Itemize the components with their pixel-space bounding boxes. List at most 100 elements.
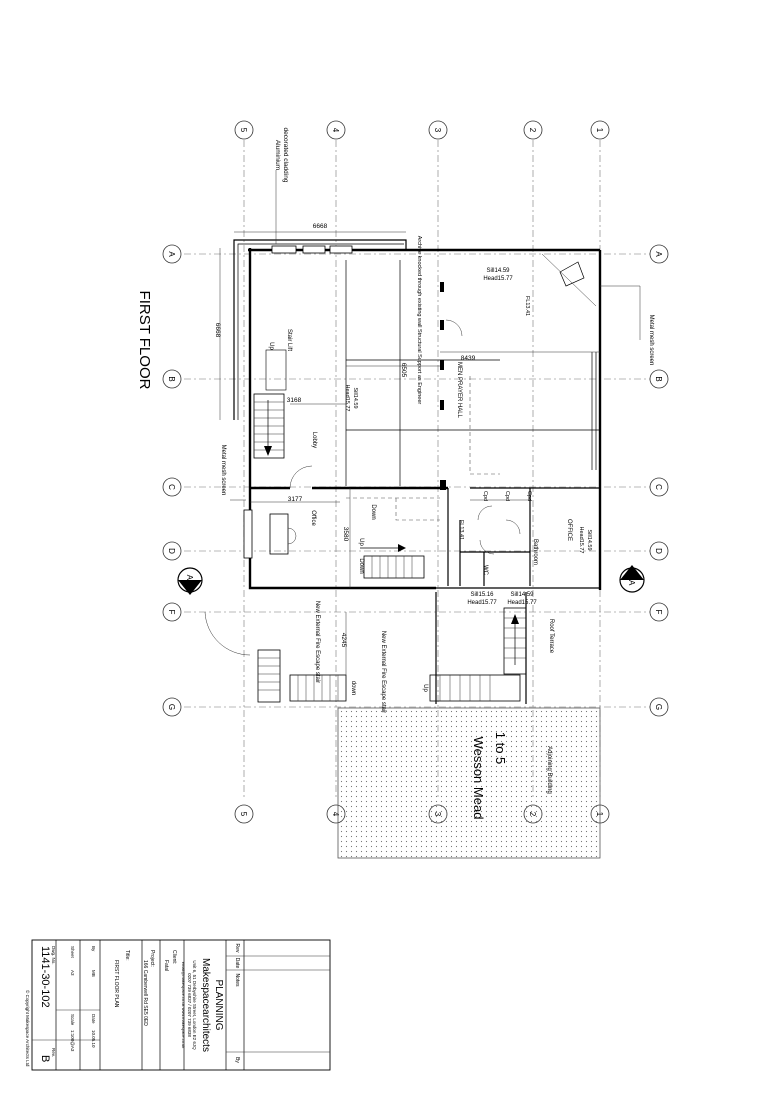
firm-address: Unit 6, 51 Derbyshire Street, London E2 … bbox=[192, 960, 197, 1050]
label-sill-1b: Head15.77 bbox=[483, 276, 513, 282]
client-value: Fatal bbox=[163, 960, 169, 971]
label-prayer-hall: MEN PRAYER HALL bbox=[456, 362, 462, 419]
internal-stair bbox=[253, 349, 287, 459]
grid-letter-f-left: F bbox=[167, 610, 176, 615]
label-roof-terrace: Roof Terrace bbox=[548, 619, 554, 654]
grid-letter-g-left: G bbox=[167, 704, 176, 710]
central-stair bbox=[360, 544, 425, 579]
dimension-8439: 8439 bbox=[461, 355, 476, 362]
label-sill-5a: Sill14.59 bbox=[510, 592, 534, 598]
scale-value: 1:100@A3 bbox=[70, 1030, 75, 1052]
label-up-3: Up bbox=[422, 684, 428, 692]
adjoining-building-hatch bbox=[337, 707, 601, 859]
copyright: © Copyright Makespace Architects Ltd bbox=[25, 990, 31, 1067]
label-office-left: Office bbox=[310, 510, 316, 526]
client-label: Client: bbox=[171, 950, 177, 964]
street-name-line1: 1 to 5 bbox=[493, 732, 508, 765]
label-sill-3a: Sill14.59 bbox=[586, 529, 592, 550]
rev-header-rev: Rev bbox=[234, 944, 240, 953]
grid-letter-f-right: F bbox=[654, 610, 663, 615]
project-value: 166 Camberwell Rd SE5 0ED bbox=[142, 960, 148, 1026]
label-bathroom: Bathroom bbox=[532, 539, 538, 565]
drawing-number-label: Dwg. No. bbox=[51, 946, 56, 965]
grid-number-3-top: 3 bbox=[433, 128, 442, 133]
label-fl-2: FL13.41 bbox=[458, 520, 464, 540]
label-sill-4b: Head15.77 bbox=[467, 600, 497, 606]
grid-letter-b-left: B bbox=[167, 376, 176, 381]
firm-name: Makespacearchitects bbox=[200, 958, 211, 1052]
rev-header-by: By bbox=[234, 1057, 240, 1063]
section-marker-left: AA bbox=[177, 567, 203, 595]
label-lobby: Lobby bbox=[311, 432, 317, 448]
label-wc: WC bbox=[482, 565, 488, 576]
grid-number-2-top: 2 bbox=[528, 128, 537, 133]
stage-label: PLANNING bbox=[213, 979, 224, 1030]
label-sill-3b: Head15.77 bbox=[578, 527, 584, 554]
grid-bubbles-top: 5 4 3 2 1 bbox=[234, 120, 610, 140]
section-marker-right-label: AA bbox=[627, 575, 636, 586]
label-office-right: OFFICE bbox=[566, 519, 572, 541]
revision-value: B bbox=[39, 1055, 51, 1062]
dimension-6668-side: 6668 bbox=[214, 323, 221, 338]
dimension-3168: 3168 bbox=[287, 397, 302, 404]
fire-escape-stair-left bbox=[204, 611, 347, 703]
rev-header-date: Date bbox=[234, 958, 240, 969]
dimension-lines bbox=[219, 231, 600, 700]
project-label: Project: bbox=[149, 950, 155, 967]
firm-contact: email@makespace.co.uk www.makespace.co.u… bbox=[181, 962, 186, 1049]
fire-escape-stair-right bbox=[429, 592, 527, 704]
title-block bbox=[31, 939, 331, 1071]
sheet-value: A3 bbox=[70, 970, 75, 976]
section-marker-left-label: AA bbox=[185, 575, 194, 586]
rev-header-notes: Notes bbox=[234, 973, 240, 987]
grid-letter-d-right: D bbox=[654, 548, 663, 554]
leader-lines bbox=[230, 170, 641, 501]
grid-letter-a-left: A bbox=[167, 251, 176, 257]
label-stair-lift: Stair Lift bbox=[286, 329, 292, 351]
grid-number-1-top: 1 bbox=[595, 128, 604, 133]
title-value: FIRST FLOOR PLAN bbox=[113, 960, 119, 1008]
sheet-label: Sheet bbox=[70, 946, 75, 959]
grid-number-4-top: 4 bbox=[331, 128, 340, 133]
label-cpd-2: Cpd bbox=[504, 491, 510, 501]
by-value: MB bbox=[91, 970, 96, 977]
dimension-6505: 6505 bbox=[400, 363, 407, 378]
label-sill-2a: Sill14.59 bbox=[352, 387, 358, 408]
date-value: 10.05.10 bbox=[91, 1030, 96, 1048]
label-metal-mesh-left: Metal mesh screen bbox=[220, 445, 226, 496]
revision-label: Rev. bbox=[51, 1048, 56, 1057]
label-sill-2b: Head15.77 bbox=[344, 385, 350, 412]
date-label: Date bbox=[91, 1014, 96, 1024]
label-up-2: Up bbox=[358, 538, 364, 546]
title-label: Title: bbox=[124, 950, 130, 961]
grid-letter-b-right: B bbox=[654, 376, 663, 381]
label-sill-5b: Head15.77 bbox=[507, 600, 537, 606]
by-label: By bbox=[91, 946, 96, 952]
grid-letter-c-right: C bbox=[654, 484, 663, 490]
building-walls bbox=[233, 239, 602, 590]
grid-letter-d-left: D bbox=[167, 548, 176, 554]
label-metal-mesh-right: Metal mesh screen bbox=[648, 315, 654, 366]
street-name-line2: Wesson Mead bbox=[471, 737, 486, 820]
grid-bubbles-right: A B C D F G bbox=[649, 244, 669, 717]
grid-letter-a-right: A bbox=[654, 251, 663, 257]
grid-bubbles-left: A B C D F G bbox=[162, 244, 182, 717]
label-down-1: Down bbox=[370, 504, 376, 519]
label-down-3: down bbox=[350, 681, 356, 695]
label-sill-1a: Sill14.59 bbox=[486, 268, 510, 274]
dimension-3580: 3580 bbox=[342, 527, 349, 542]
grid-number-4-bottom: 4 bbox=[331, 812, 340, 817]
label-fire-escape-left: New External Fire Escape stair bbox=[314, 601, 320, 683]
scale-label: Scale bbox=[70, 1014, 75, 1026]
label-cladding-1: Aluminium bbox=[274, 140, 281, 170]
dimension-4245: 4245 bbox=[340, 633, 347, 648]
label-sill-4a: Sill15.16 bbox=[470, 592, 494, 598]
grid-letter-g-right: G bbox=[654, 704, 663, 710]
label-cpd-3: Cpd bbox=[526, 491, 532, 501]
firm-phone: 0207 739 6837 / 0207 739 6838 bbox=[187, 973, 192, 1037]
label-fl-1: FL13.41 bbox=[524, 296, 530, 316]
section-marker-right: AA bbox=[619, 565, 645, 593]
grid-number-5-top: 5 bbox=[239, 128, 248, 133]
label-down-2: Down bbox=[358, 558, 364, 573]
